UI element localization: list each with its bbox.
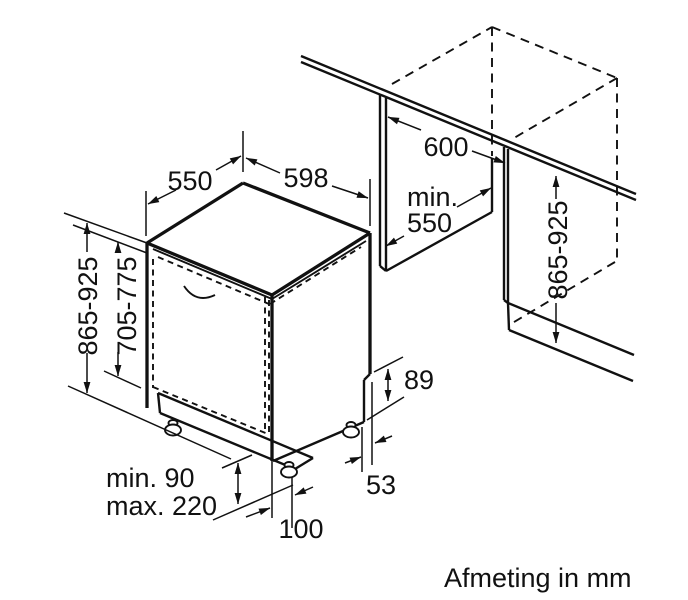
dim-label-appliance-height: 865-925 <box>73 256 103 355</box>
worktop <box>300 54 637 202</box>
extension-lines <box>63 131 405 528</box>
dim-label-front-foot-inset: 100 <box>278 514 323 544</box>
foot-front-right <box>280 461 298 479</box>
caption-units: Afmeting in mm <box>444 563 632 593</box>
dim-label-niche-height: 865-925 <box>543 200 573 299</box>
adjustable-feet <box>164 419 360 479</box>
dim-label-niche-depth-line1: min. <box>407 182 458 212</box>
dim-label-niche-depth-line2: 550 <box>407 208 452 238</box>
dim-label-door-panel-height: 705-775 <box>112 256 142 355</box>
dim-label-plinth-min: min. 90 <box>106 463 195 493</box>
niche-hidden-outline <box>391 26 618 326</box>
dim-label-top-width: 598 <box>283 163 328 193</box>
dim-label-niche-width: 600 <box>423 132 468 162</box>
dim-label-rear-base-height: 89 <box>404 365 434 395</box>
niche-walls <box>378 95 635 383</box>
dim-label-rear-foot-offset: 53 <box>366 470 396 500</box>
dishwasher-door-panel <box>152 246 362 435</box>
dishwasher <box>145 181 372 471</box>
dim-label-plinth-max: max. 220 <box>106 491 217 521</box>
dimension-lines <box>83 116 560 518</box>
door-handle-icon <box>183 285 216 299</box>
dim-label-top-depth: 550 <box>167 166 212 196</box>
dimension-labels: 550 598 600 min. 550 865-925 865-925 705… <box>73 132 573 544</box>
foot-side-rear <box>342 421 360 439</box>
